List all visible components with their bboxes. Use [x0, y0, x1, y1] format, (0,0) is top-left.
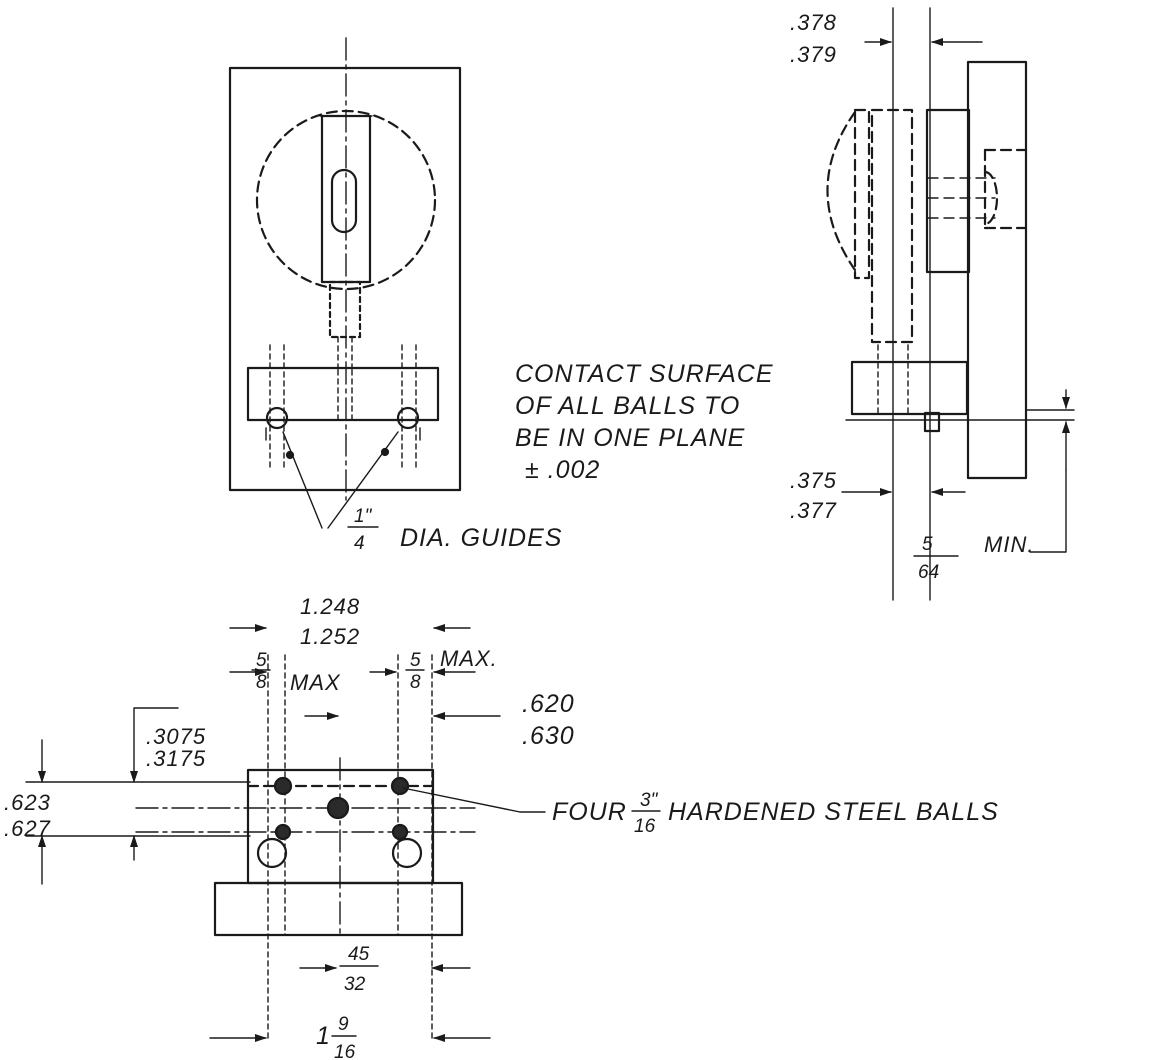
- dim-right-max-num: 5: [410, 650, 421, 671]
- guides-leader-left: [282, 431, 323, 529]
- balls-prefix: FOUR: [552, 798, 627, 826]
- steel-ball-4: [274, 823, 292, 841]
- guides-fraction-den: 4: [354, 533, 365, 554]
- dim-row-lower: .3175: [146, 746, 206, 771]
- dim-offset-lower: .630: [522, 722, 575, 750]
- dim-row-upper: .3075: [146, 724, 206, 749]
- contact-note-line4: ± .002: [525, 456, 600, 484]
- dim-width-num: 9: [338, 1014, 349, 1035]
- balls-fraction-den: 16: [634, 816, 656, 837]
- plan-view: [135, 654, 476, 1041]
- dim-offset-upper: .620: [522, 690, 575, 718]
- dim-height-lower: .627: [4, 816, 51, 841]
- front-view-dial-circle: [255, 109, 437, 291]
- side-view-base-block: [850, 360, 969, 416]
- dim-width-whole: 1: [316, 1022, 331, 1050]
- front-view: [228, 37, 462, 501]
- guides-label: DIA. GUIDES: [400, 524, 562, 552]
- side-view: [826, 7, 1075, 601]
- contact-note-line1: CONTACT SURFACE: [515, 360, 774, 388]
- plan-view-base: [213, 881, 464, 937]
- steel-ball-1: [273, 776, 293, 796]
- dim-left-max-den: 8: [256, 672, 267, 693]
- dim-spacing-upper: 1.248: [300, 594, 360, 619]
- side-view-bracket: [925, 108, 971, 274]
- dim-min-num: 5: [922, 534, 933, 555]
- contact-note-line3: BE IN ONE PLANE: [515, 424, 745, 452]
- dim-center-den: 32: [344, 974, 366, 995]
- guides-fraction-num: 1": [354, 506, 373, 527]
- side-view-dial-arc: [826, 110, 857, 272]
- front-view-guide-left: [265, 406, 289, 430]
- dim-top-lower: .379: [790, 42, 837, 67]
- plan-guide-right: [391, 837, 423, 869]
- front-view-base-block: [246, 366, 440, 422]
- dim-top-upper: .378: [790, 10, 837, 35]
- guides-leader-right: [327, 431, 399, 529]
- front-view-slot: [330, 168, 358, 234]
- dim-spacing-lower: 1.252: [300, 624, 360, 649]
- dim-center-num: 45: [348, 944, 370, 965]
- steel-ball-3: [390, 776, 410, 796]
- front-view-plunger: [328, 280, 362, 339]
- contact-note-line2: OF ALL BALLS TO: [515, 392, 740, 420]
- dim-min-text: MIN.: [984, 532, 1034, 557]
- front-view-plate: [228, 66, 462, 492]
- balls-fraction-num: 3": [640, 790, 659, 811]
- dim-mid-upper: .375: [790, 468, 837, 493]
- dim-right-max-text: MAX.: [440, 646, 498, 671]
- dim-right-max-den: 8: [410, 672, 421, 693]
- side-view-back-plate: [966, 60, 1028, 480]
- front-view-guide-right: [396, 406, 420, 430]
- dim-height-upper: .623: [4, 790, 51, 815]
- dim-left-max-text: MAX: [290, 670, 341, 695]
- steel-ball-2: [326, 796, 350, 820]
- dim-mid-lower: .377: [790, 498, 837, 523]
- dim-width-den: 16: [334, 1042, 356, 1060]
- plan-guide-left: [256, 837, 288, 869]
- balls-label: HARDENED STEEL BALLS: [668, 798, 999, 826]
- dim-min-den: 64: [918, 562, 939, 583]
- dim-left-max-num: 5: [256, 650, 267, 671]
- balls-leader: [402, 787, 521, 813]
- side-view-ball-seat: [923, 411, 941, 433]
